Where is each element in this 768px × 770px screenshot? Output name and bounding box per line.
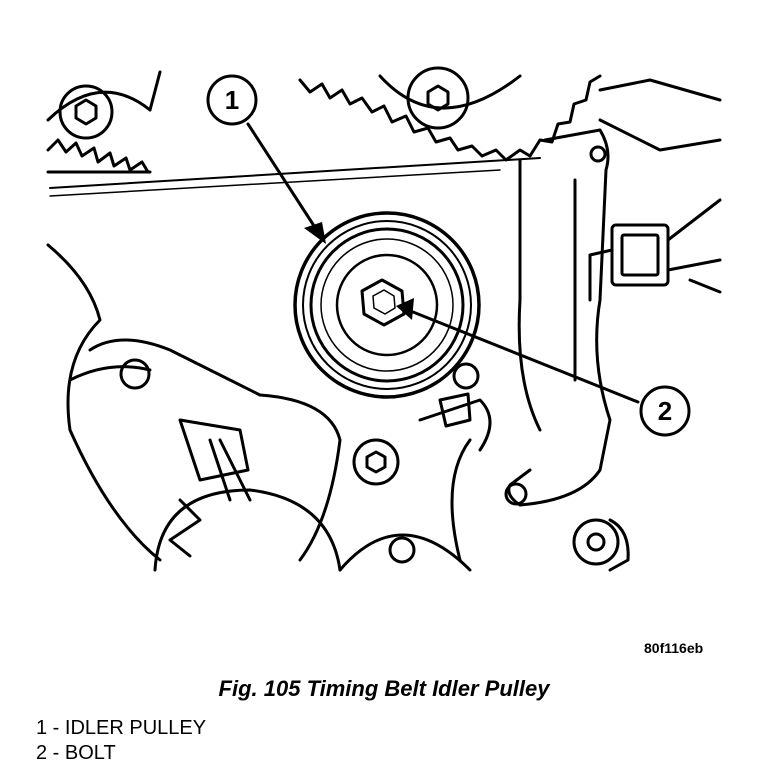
legend-item-label: BOLT	[64, 742, 116, 764]
legend-item-separator: -	[47, 717, 65, 739]
lower-right-bolt	[572, 518, 630, 572]
timing-belt-idler-pulley-illustration: 1 2	[46, 66, 722, 572]
legend-item-separator: -	[47, 742, 65, 764]
callout-leaders	[246, 122, 640, 404]
idler-pulley	[293, 211, 481, 399]
left-camshaft-sprocket	[46, 70, 162, 174]
callout-1-number: 1	[225, 85, 239, 115]
legend-item-number: 1	[36, 717, 48, 739]
lower-tensioner	[153, 418, 472, 572]
legend-item-bolt: 2 - BOLT	[36, 741, 206, 766]
callout-2: 2	[639, 385, 691, 437]
callout-2-number: 2	[658, 396, 672, 426]
figure-caption: Fig. 105 Timing Belt Idler Pulley	[218, 676, 550, 701]
legend-item-label: IDLER PULLEY	[64, 717, 207, 739]
legend-item-idler-pulley: 1 - IDLER PULLEY	[36, 716, 206, 741]
sensor-bracket	[504, 78, 722, 507]
idler-pulley-bolt	[360, 278, 406, 327]
callout-1: 1	[206, 74, 258, 126]
engine-housing	[46, 243, 492, 562]
figure-code: 80f116eb	[644, 640, 704, 656]
legend-item-number: 2	[36, 742, 48, 764]
legend: 1 - IDLER PULLEY 2 - BOLT	[36, 716, 206, 766]
right-camshaft-sprocket	[298, 66, 602, 162]
